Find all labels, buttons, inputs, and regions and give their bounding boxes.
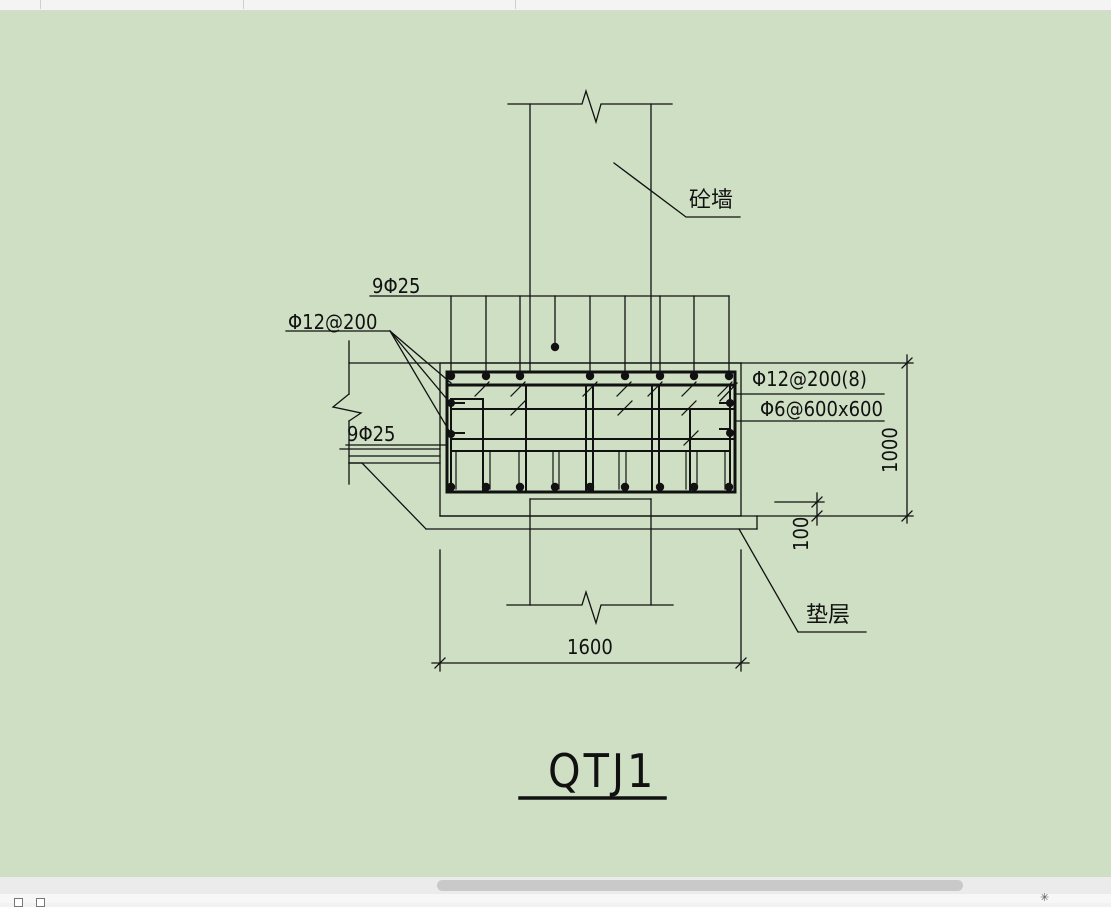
dim-cushion	[774, 492, 825, 526]
rebar-side	[447, 399, 455, 407]
leader-wall	[613, 162, 741, 218]
rebar-top	[585, 371, 595, 381]
label-right-stirrup: Φ12@200(8)	[752, 367, 867, 391]
leader-left-stirrup	[285, 330, 452, 435]
rebar-bottom	[446, 482, 456, 492]
rebar-bottom	[724, 482, 734, 492]
rebar-top	[689, 371, 699, 381]
horizontal-scrollbar-thumb[interactable]	[437, 880, 963, 891]
rebar-top	[655, 371, 665, 381]
leader-top-bars	[369, 295, 730, 372]
tab-separator	[40, 0, 41, 9]
wall-upper	[507, 88, 673, 372]
top-toolbar-strip	[0, 0, 1111, 11]
label-dim-width: 1600	[567, 635, 613, 659]
label-tie-bars: Φ6@600x600	[760, 397, 883, 421]
rebar-bottom	[515, 482, 525, 492]
label-dim-height: 1000	[878, 427, 902, 473]
rebar-bottom	[620, 482, 630, 492]
rebar-top	[481, 371, 491, 381]
wall-lower	[506, 498, 674, 626]
label-cushion: 垫层	[806, 603, 850, 628]
rebar-top	[724, 371, 734, 381]
tab-separator	[515, 0, 516, 9]
rebar-side	[726, 429, 734, 437]
tab-separator	[243, 0, 244, 9]
rebar-top	[446, 371, 456, 381]
rebar-top	[550, 342, 560, 352]
hook-ticks	[474, 381, 733, 446]
rebar-bottom	[550, 482, 560, 492]
rebar-bottom	[585, 482, 595, 492]
star-icon[interactable]: ✳	[1040, 892, 1050, 904]
label-bottom-bars: 9Φ25	[347, 422, 396, 446]
label-dim-cushion: 100	[789, 517, 813, 551]
label-top-bars: 9Φ25	[372, 274, 421, 298]
inner-stirrups	[450, 384, 736, 493]
lower-stirrups	[455, 450, 726, 490]
dim-height	[740, 354, 914, 524]
cad-drawing: 砼墙 9Φ25 Φ12@200 9Φ25 Φ12@200(8) Φ6@600x6…	[0, 11, 1111, 877]
label-left-stirrup: Φ12@200	[288, 310, 377, 334]
drawing-title: QTJ1	[548, 744, 656, 798]
rebar-bottom	[655, 482, 665, 492]
dim-width	[431, 549, 750, 672]
rebar-side	[447, 430, 455, 438]
leader-cushion	[738, 528, 867, 633]
status-bar	[0, 894, 1111, 903]
rebar-bottom	[689, 482, 699, 492]
rebar-bottom	[481, 482, 491, 492]
rebar-top	[620, 371, 630, 381]
drawing-canvas[interactable]: 砼墙 9Φ25 Φ12@200 9Φ25 Φ12@200(8) Φ6@600x6…	[0, 11, 1111, 877]
label-wall: 砼墙	[689, 188, 733, 213]
canvas-background	[0, 11, 1111, 877]
leader-right-labels	[719, 382, 885, 422]
rebar-top	[515, 371, 525, 381]
rebar-side	[726, 399, 734, 407]
